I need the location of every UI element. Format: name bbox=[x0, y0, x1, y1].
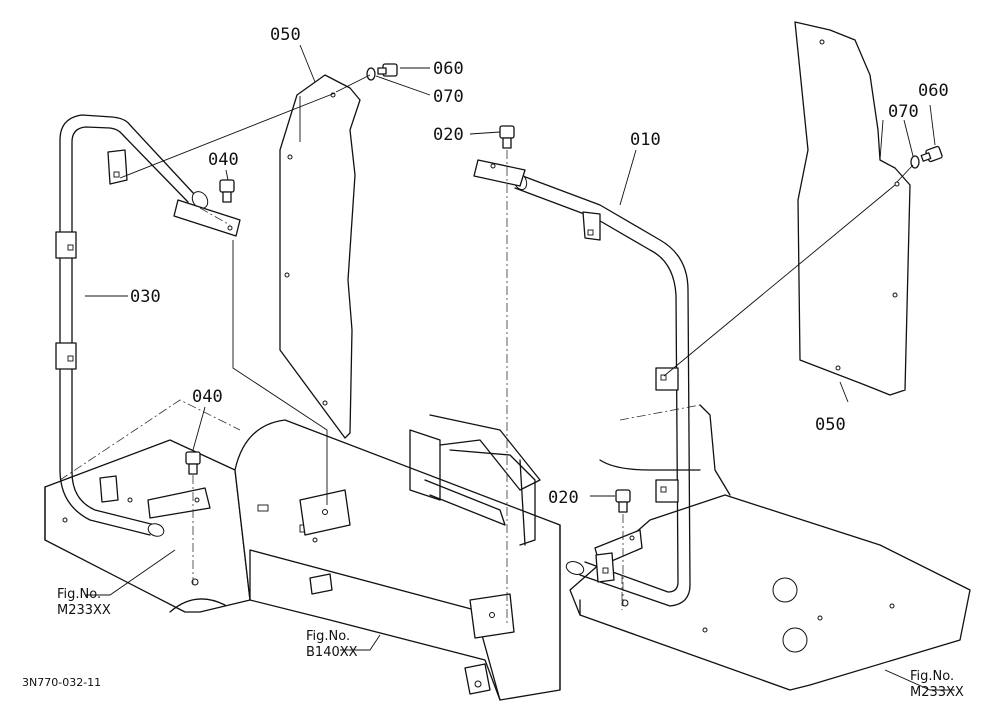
bolt-040-upper bbox=[219, 179, 235, 203]
handrail-010 bbox=[473, 159, 691, 607]
callout-050-left: 050 bbox=[270, 25, 301, 45]
fig-ref-right-line1: Fig.No. bbox=[910, 669, 954, 684]
bolt-020-lower bbox=[615, 489, 631, 605]
handrail-030 bbox=[55, 114, 241, 537]
drawing-code: 3N770-032-11 bbox=[22, 676, 101, 689]
side-panel-050-left bbox=[279, 74, 361, 439]
side-panel-050-right bbox=[794, 21, 911, 396]
callout-060-left: 060 bbox=[433, 59, 464, 79]
callout-020-upper: 020 bbox=[433, 125, 464, 145]
fig-ref-left-line2: M233XX bbox=[57, 603, 111, 618]
callout-040-upper: 040 bbox=[208, 150, 239, 170]
leader-lines bbox=[85, 44, 955, 691]
fig-ref-right-line2: M233XX bbox=[910, 685, 964, 700]
washer-070-left bbox=[366, 67, 376, 81]
fig-ref-center-line2: B140XX bbox=[306, 645, 358, 660]
callout-040-lower: 040 bbox=[192, 387, 223, 407]
callout-010: 010 bbox=[630, 130, 661, 150]
bolt-060-right bbox=[920, 145, 943, 163]
assembly-lines bbox=[119, 74, 914, 610]
center-frame bbox=[234, 414, 561, 701]
callout-070-right: 070 bbox=[888, 102, 919, 122]
bolt-060-left bbox=[377, 63, 398, 77]
callout-070-left: 070 bbox=[433, 87, 464, 107]
callout-030: 030 bbox=[130, 287, 161, 307]
callout-020-lower: 020 bbox=[548, 488, 579, 508]
callout-060-right: 060 bbox=[918, 81, 949, 101]
fig-ref-center-line1: Fig.No. bbox=[306, 629, 350, 644]
bolt-040-lower bbox=[185, 451, 201, 585]
bolt-020-upper bbox=[499, 125, 515, 625]
right-floor-plate bbox=[569, 404, 971, 691]
callout-050-right: 050 bbox=[815, 415, 846, 435]
fig-ref-left-line1: Fig.No. bbox=[57, 587, 101, 602]
left-floor-plate bbox=[44, 399, 251, 613]
